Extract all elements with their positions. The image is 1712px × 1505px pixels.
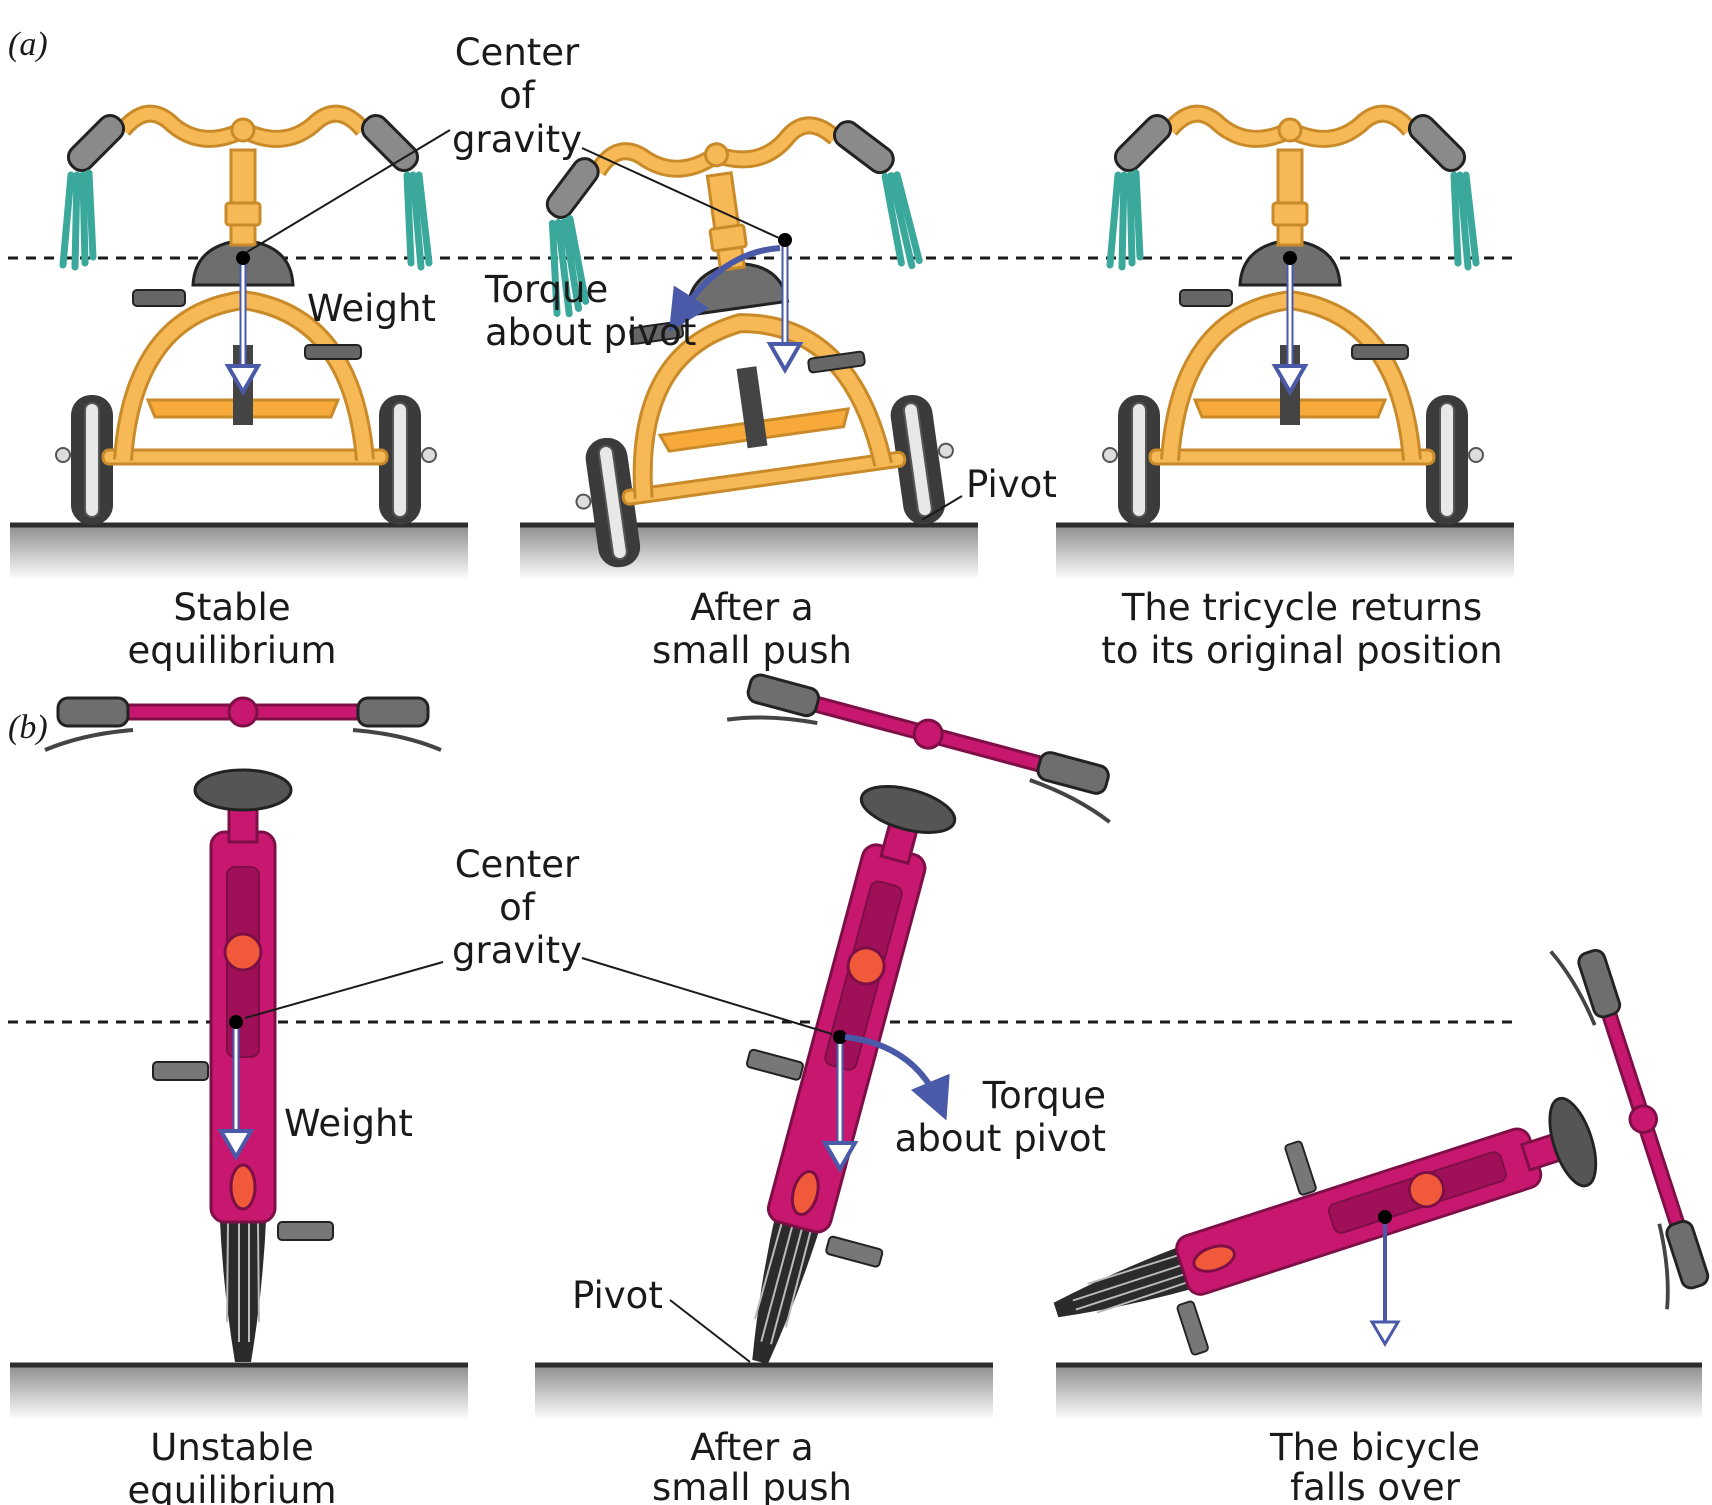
svg-text:Stable: Stable xyxy=(173,586,290,629)
svg-text:gravity: gravity xyxy=(452,929,582,972)
svg-text:small push: small push xyxy=(652,629,852,672)
weight-label-a: Weight xyxy=(307,287,436,330)
pivot-leader-a xyxy=(921,495,963,521)
svg-text:of: of xyxy=(499,74,536,117)
weight-arrow-b1 xyxy=(217,1015,255,1162)
ground-b xyxy=(10,1362,1702,1420)
caption-b3: The bicycle falls over xyxy=(1269,1426,1480,1505)
weight-arrow-a3 xyxy=(1271,251,1309,397)
caption-a1: Stable equilibrium xyxy=(127,586,336,672)
svg-text:about pivot: about pivot xyxy=(895,1117,1106,1160)
cg-leader-b2 xyxy=(581,957,833,1035)
weight-arrow-a1 xyxy=(224,251,262,397)
cg-label-a: Center of gravity xyxy=(452,31,582,161)
svg-text:gravity: gravity xyxy=(452,118,582,161)
svg-text:Torque: Torque xyxy=(982,1074,1106,1117)
svg-text:about pivot: about pivot xyxy=(485,311,696,354)
svg-text:Torque: Torque xyxy=(484,268,608,311)
svg-text:equilibrium: equilibrium xyxy=(127,1469,336,1505)
part-a-label: (a) xyxy=(8,26,48,63)
cg-leader-b1 xyxy=(244,961,444,1019)
weight-arrow-b2 xyxy=(821,1030,859,1174)
pivot-label-a: Pivot xyxy=(966,463,1057,506)
svg-text:Center: Center xyxy=(455,31,580,74)
svg-text:equilibrium: equilibrium xyxy=(127,629,336,672)
weight-arrow-a2 xyxy=(766,233,804,375)
caption-b1: Unstable equilibrium xyxy=(127,1426,336,1505)
svg-text:The bicycle: The bicycle xyxy=(1269,1426,1480,1469)
bicycle-upright xyxy=(43,696,443,1364)
weight-label-b: Weight xyxy=(284,1102,413,1145)
caption-b2: After a small push xyxy=(652,1426,852,1505)
svg-text:of: of xyxy=(499,886,536,929)
pivot-label-b: Pivot xyxy=(572,1274,663,1317)
svg-text:After a: After a xyxy=(690,586,813,629)
svg-text:Unstable: Unstable xyxy=(150,1426,314,1469)
torque-arrow-a xyxy=(668,245,781,333)
part-b-label: (b) xyxy=(8,709,48,746)
svg-text:After a: After a xyxy=(690,1426,813,1469)
cg-leader-a1 xyxy=(246,129,451,253)
pivot-leader-b xyxy=(669,1299,751,1363)
torque-label-a: Torque about pivot xyxy=(484,268,696,354)
caption-a3: The tricycle returns to its original pos… xyxy=(1101,586,1502,672)
cg-leader-a2 xyxy=(581,147,780,239)
svg-text:falls over: falls over xyxy=(1290,1466,1461,1505)
torque-label-b: Torque about pivot xyxy=(895,1074,1106,1160)
svg-text:Center: Center xyxy=(455,843,580,886)
torque-arrow-b xyxy=(844,1034,950,1121)
svg-text:The tricycle returns: The tricycle returns xyxy=(1121,586,1482,629)
svg-text:to its original position: to its original position xyxy=(1101,629,1502,672)
caption-a2: After a small push xyxy=(652,586,852,672)
ground-a xyxy=(10,522,1514,580)
cg-label-b: Center of gravity xyxy=(452,843,582,972)
weight-arrow-b3 xyxy=(1369,1210,1401,1347)
svg-text:small push: small push xyxy=(652,1466,852,1505)
